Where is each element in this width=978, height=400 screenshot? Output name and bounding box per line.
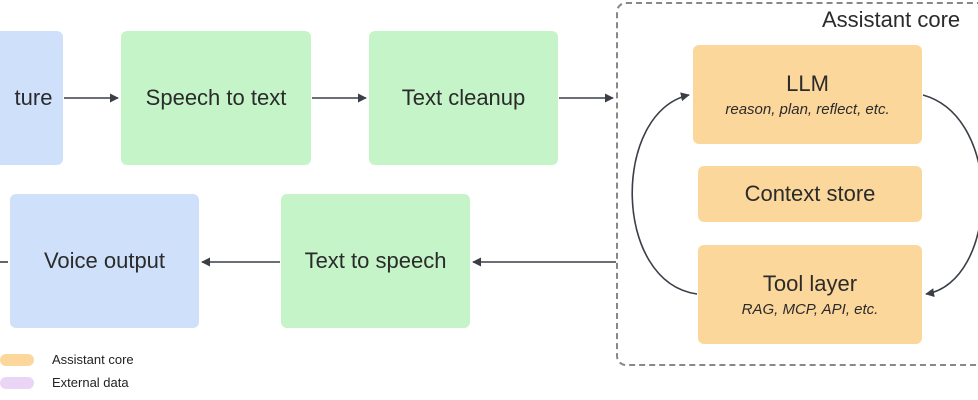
node-llm: LLM reason, plan, reflect, etc. <box>693 45 922 144</box>
node-tool-layer: Tool layer RAG, MCP, API, etc. <box>698 245 922 344</box>
assistant-core-label: Assistant core <box>822 7 961 32</box>
legend-item-assistant-core: Assistant core <box>0 352 134 367</box>
node-voice-output: Voice output <box>10 194 199 328</box>
legend-label-assistant-core: Assistant core <box>52 352 134 367</box>
node-llm-label: LLM <box>786 71 829 97</box>
node-context-store-label: Context store <box>744 181 876 207</box>
legend-item-external-data: External data <box>0 375 129 390</box>
node-text-to-speech: Text to speech <box>281 194 470 328</box>
arrow-llm-to-tool-layer <box>922 94 978 298</box>
legend-swatch-assistant-core <box>0 353 34 366</box>
assistant-core-group <box>616 2 978 366</box>
legend-label-external-data: External data <box>52 375 129 390</box>
node-text-cleanup: Text cleanup <box>369 31 558 165</box>
node-context-store: Context store <box>698 166 922 222</box>
arrow-tool-layer-to-llm <box>631 92 698 295</box>
node-capture: ture <box>0 31 63 165</box>
node-llm-sub: reason, plan, reflect, etc. <box>725 100 890 118</box>
node-text-to-speech-label: Text to speech <box>304 248 447 274</box>
legend-swatch-external-data <box>0 376 34 389</box>
node-tool-layer-label: Tool layer <box>762 271 858 297</box>
node-capture-label: ture <box>14 85 53 111</box>
node-speech-to-text-label: Speech to text <box>145 85 287 111</box>
node-voice-output-label: Voice output <box>43 248 166 274</box>
node-speech-to-text: Speech to text <box>121 31 311 165</box>
node-text-cleanup-label: Text cleanup <box>401 85 526 111</box>
node-tool-layer-sub: RAG, MCP, API, etc. <box>741 300 879 318</box>
